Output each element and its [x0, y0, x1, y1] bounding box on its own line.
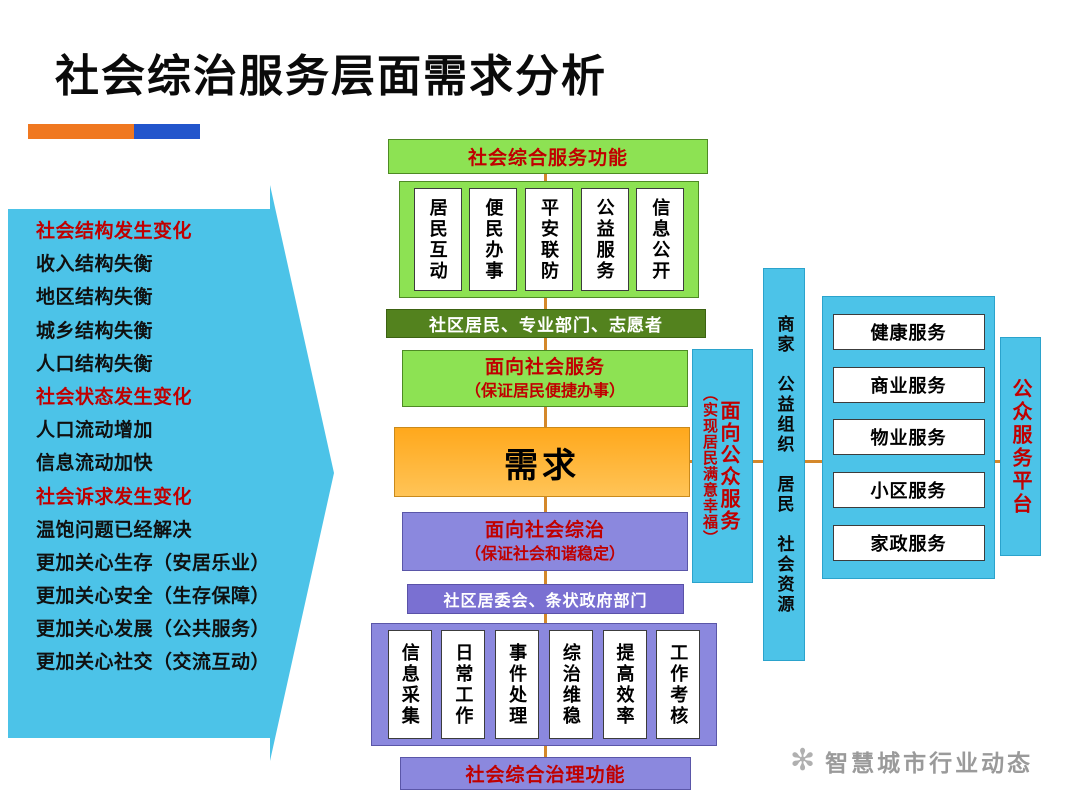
list-item: 人口流动增加: [36, 420, 154, 442]
service-column: 信息公开: [636, 188, 685, 291]
list-item: 更加关心生存（安居乐业）: [36, 552, 271, 574]
governance-function-columns: 信息采集 日常工作 事件处理 综治维稳 提高效率 工作考核: [371, 623, 717, 746]
demand-factors-list: 社会结构发生变化 收入结构失衡 地区结构失衡 城乡结构失衡 人口结构失衡 社会状…: [36, 215, 286, 680]
list-item: 人口结构失衡: [36, 353, 154, 375]
accent-bar-blue-segment: [134, 124, 200, 139]
list-item: 地区结构失衡: [36, 287, 154, 309]
public-services-list: 健康服务 商业服务 物业服务 小区服务 家政服务: [822, 296, 995, 579]
service-function-columns: 居民互动 便民办事 平安联防 公益服务 信息公开: [399, 181, 699, 298]
list-item: 城乡结构失衡: [36, 320, 154, 342]
service-column-label: 信息公开: [650, 197, 671, 282]
public-service-subtitle: （实现居民满意幸福）: [701, 386, 718, 546]
public-service-item: 商业服务: [832, 366, 985, 403]
social-governance-subtitle: （保证社会和谐稳定）: [464, 545, 625, 563]
accent-bar: [28, 124, 200, 139]
accent-bar-orange-segment: [28, 124, 134, 139]
public-service-item: 健康服务: [832, 313, 985, 350]
governance-column: 日常工作: [441, 630, 486, 739]
providers-bar: 商家 公益组织 居民 社会资源: [763, 268, 805, 661]
social-service-function-header: 社会综合服务功能: [388, 139, 708, 174]
service-column: 公益服务: [580, 188, 629, 291]
list-item: 更加关心社交（交流互动）: [36, 652, 271, 674]
governance-column: 事件处理: [495, 630, 540, 739]
governance-column-label: 工作考核: [668, 642, 689, 727]
service-column-label: 公益服务: [594, 197, 615, 282]
watermark-text: 智慧城市行业动态: [825, 750, 1034, 776]
list-item: 温饱问题已经解决: [36, 519, 193, 541]
public-service-title: 面向公众服务: [717, 400, 739, 532]
governance-column: 工作考核: [656, 630, 701, 739]
service-column: 便民办事: [469, 188, 518, 291]
list-item: 信息流动加快: [36, 453, 154, 475]
social-governance-function-header: 社会综合治理功能: [400, 757, 691, 790]
service-roles-bar: 社区居民、专业部门、志愿者: [386, 309, 706, 338]
providers-label: 商家 公益组织 居民 社会资源: [774, 314, 794, 615]
governance-column-label: 提高效率: [614, 642, 635, 727]
demand-box: 需求: [394, 427, 690, 497]
public-service-box: 面向公众服务 （实现居民满意幸福）: [692, 349, 753, 583]
social-governance-box: 面向社会综治 （保证社会和谐稳定）: [402, 512, 688, 571]
watermark: ✻ 智慧城市行业动态: [790, 744, 1033, 778]
governance-column-label: 综治维稳: [560, 642, 581, 727]
public-service-item: 小区服务: [832, 472, 985, 509]
governance-roles-bar: 社区居委会、条状政府部门: [407, 584, 684, 614]
governance-column-label: 信息采集: [399, 642, 420, 727]
service-column-label: 居民互动: [427, 197, 448, 282]
governance-column: 综治维稳: [548, 630, 593, 739]
page-title: 社会综治服务层面需求分析: [55, 52, 607, 101]
list-item: 收入结构失衡: [36, 254, 154, 276]
governance-column-label: 日常工作: [453, 642, 474, 727]
governance-column-label: 事件处理: [507, 642, 528, 727]
left-arrow-panel: 社会结构发生变化 收入结构失衡 地区结构失衡 城乡结构失衡 人口结构失衡 社会状…: [8, 185, 334, 761]
public-service-item: 物业服务: [832, 419, 985, 456]
list-item: 社会状态发生变化: [36, 386, 193, 408]
watermark-logo-icon: ✻: [790, 744, 816, 777]
public-service-platform-bar: 公众服务平台: [1000, 337, 1041, 556]
governance-column: 信息采集: [387, 630, 432, 739]
list-item: 更加关心发展（公共服务）: [36, 619, 271, 641]
list-item: 社会诉求发生变化: [36, 486, 193, 508]
service-column: 居民互动: [413, 188, 462, 291]
service-column-label: 平安联防: [538, 197, 559, 282]
service-column-label: 便民办事: [483, 197, 504, 282]
public-service-item: 家政服务: [832, 525, 985, 562]
service-column: 平安联防: [524, 188, 573, 291]
social-service-box: 面向社会服务 （保证居民便捷办事）: [402, 350, 688, 407]
social-service-title: 面向社会服务: [484, 356, 605, 378]
list-item: 更加关心安全（生存保障）: [36, 586, 271, 608]
list-item: 社会结构发生变化: [36, 221, 193, 242]
social-service-subtitle: （保证居民便捷办事）: [464, 382, 625, 400]
public-service-platform-label: 公众服务平台: [1009, 377, 1031, 516]
governance-column: 提高效率: [602, 630, 647, 739]
social-governance-title: 面向社会综治: [484, 519, 605, 541]
